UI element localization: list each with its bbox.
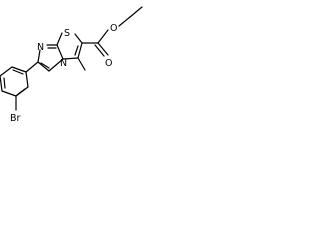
molecule-diagram: S O O N N Br: [0, 0, 158, 138]
atom-labels: S O O N N Br: [10, 23, 117, 124]
bond-n1-c6: [37, 49, 41, 63]
ester-oxygen-label: O: [110, 23, 117, 34]
bond-c6-c5-inner: [40, 62, 50, 69]
bond-ethyl-ch2: [118, 16, 131, 27]
bond-carbonyl-2: [94, 44, 105, 57]
bonds: [0, 6, 143, 111]
imidazole-nitrogen-label: N: [37, 42, 44, 53]
sulfur-label: S: [64, 28, 70, 39]
bond-c7a-n3: [56, 44, 64, 60]
bond-c6-aryl: [25, 61, 39, 73]
bond-ar4-inner: [3, 77, 6, 89]
structure-svg: S O O N N Br: [0, 6, 143, 124]
bond-ar6: [11, 66, 27, 73]
bond-c2-s: [74, 33, 83, 44]
bond-c6-c5: [37, 61, 50, 72]
bond-methyl: [77, 57, 86, 71]
bond-c3-c2: [77, 42, 83, 59]
bond-ar3: [1, 90, 17, 97]
bond-ester-o-c: [97, 29, 109, 44]
bond-ar2-inner: [16, 88, 26, 96]
bond-ar1: [25, 71, 29, 88]
carbonyl-oxygen-label: O: [105, 58, 112, 69]
bond-c5-n4: [48, 58, 64, 72]
bromine-label: Br: [10, 113, 21, 124]
bond-c3-c2-inner: [74, 45, 79, 56]
bond-ar4: [0, 75, 3, 92]
bond-ethyl-ch3: [129, 6, 143, 18]
bond-n3-c3: [62, 57, 79, 60]
bridgehead-nitrogen-label: N: [60, 58, 67, 69]
bond-carbonyl-1: [97, 42, 109, 56]
bond-ar6-inner: [12, 69, 24, 75]
bond-s-c7a: [56, 32, 63, 46]
bond-ar5: [0, 66, 13, 77]
